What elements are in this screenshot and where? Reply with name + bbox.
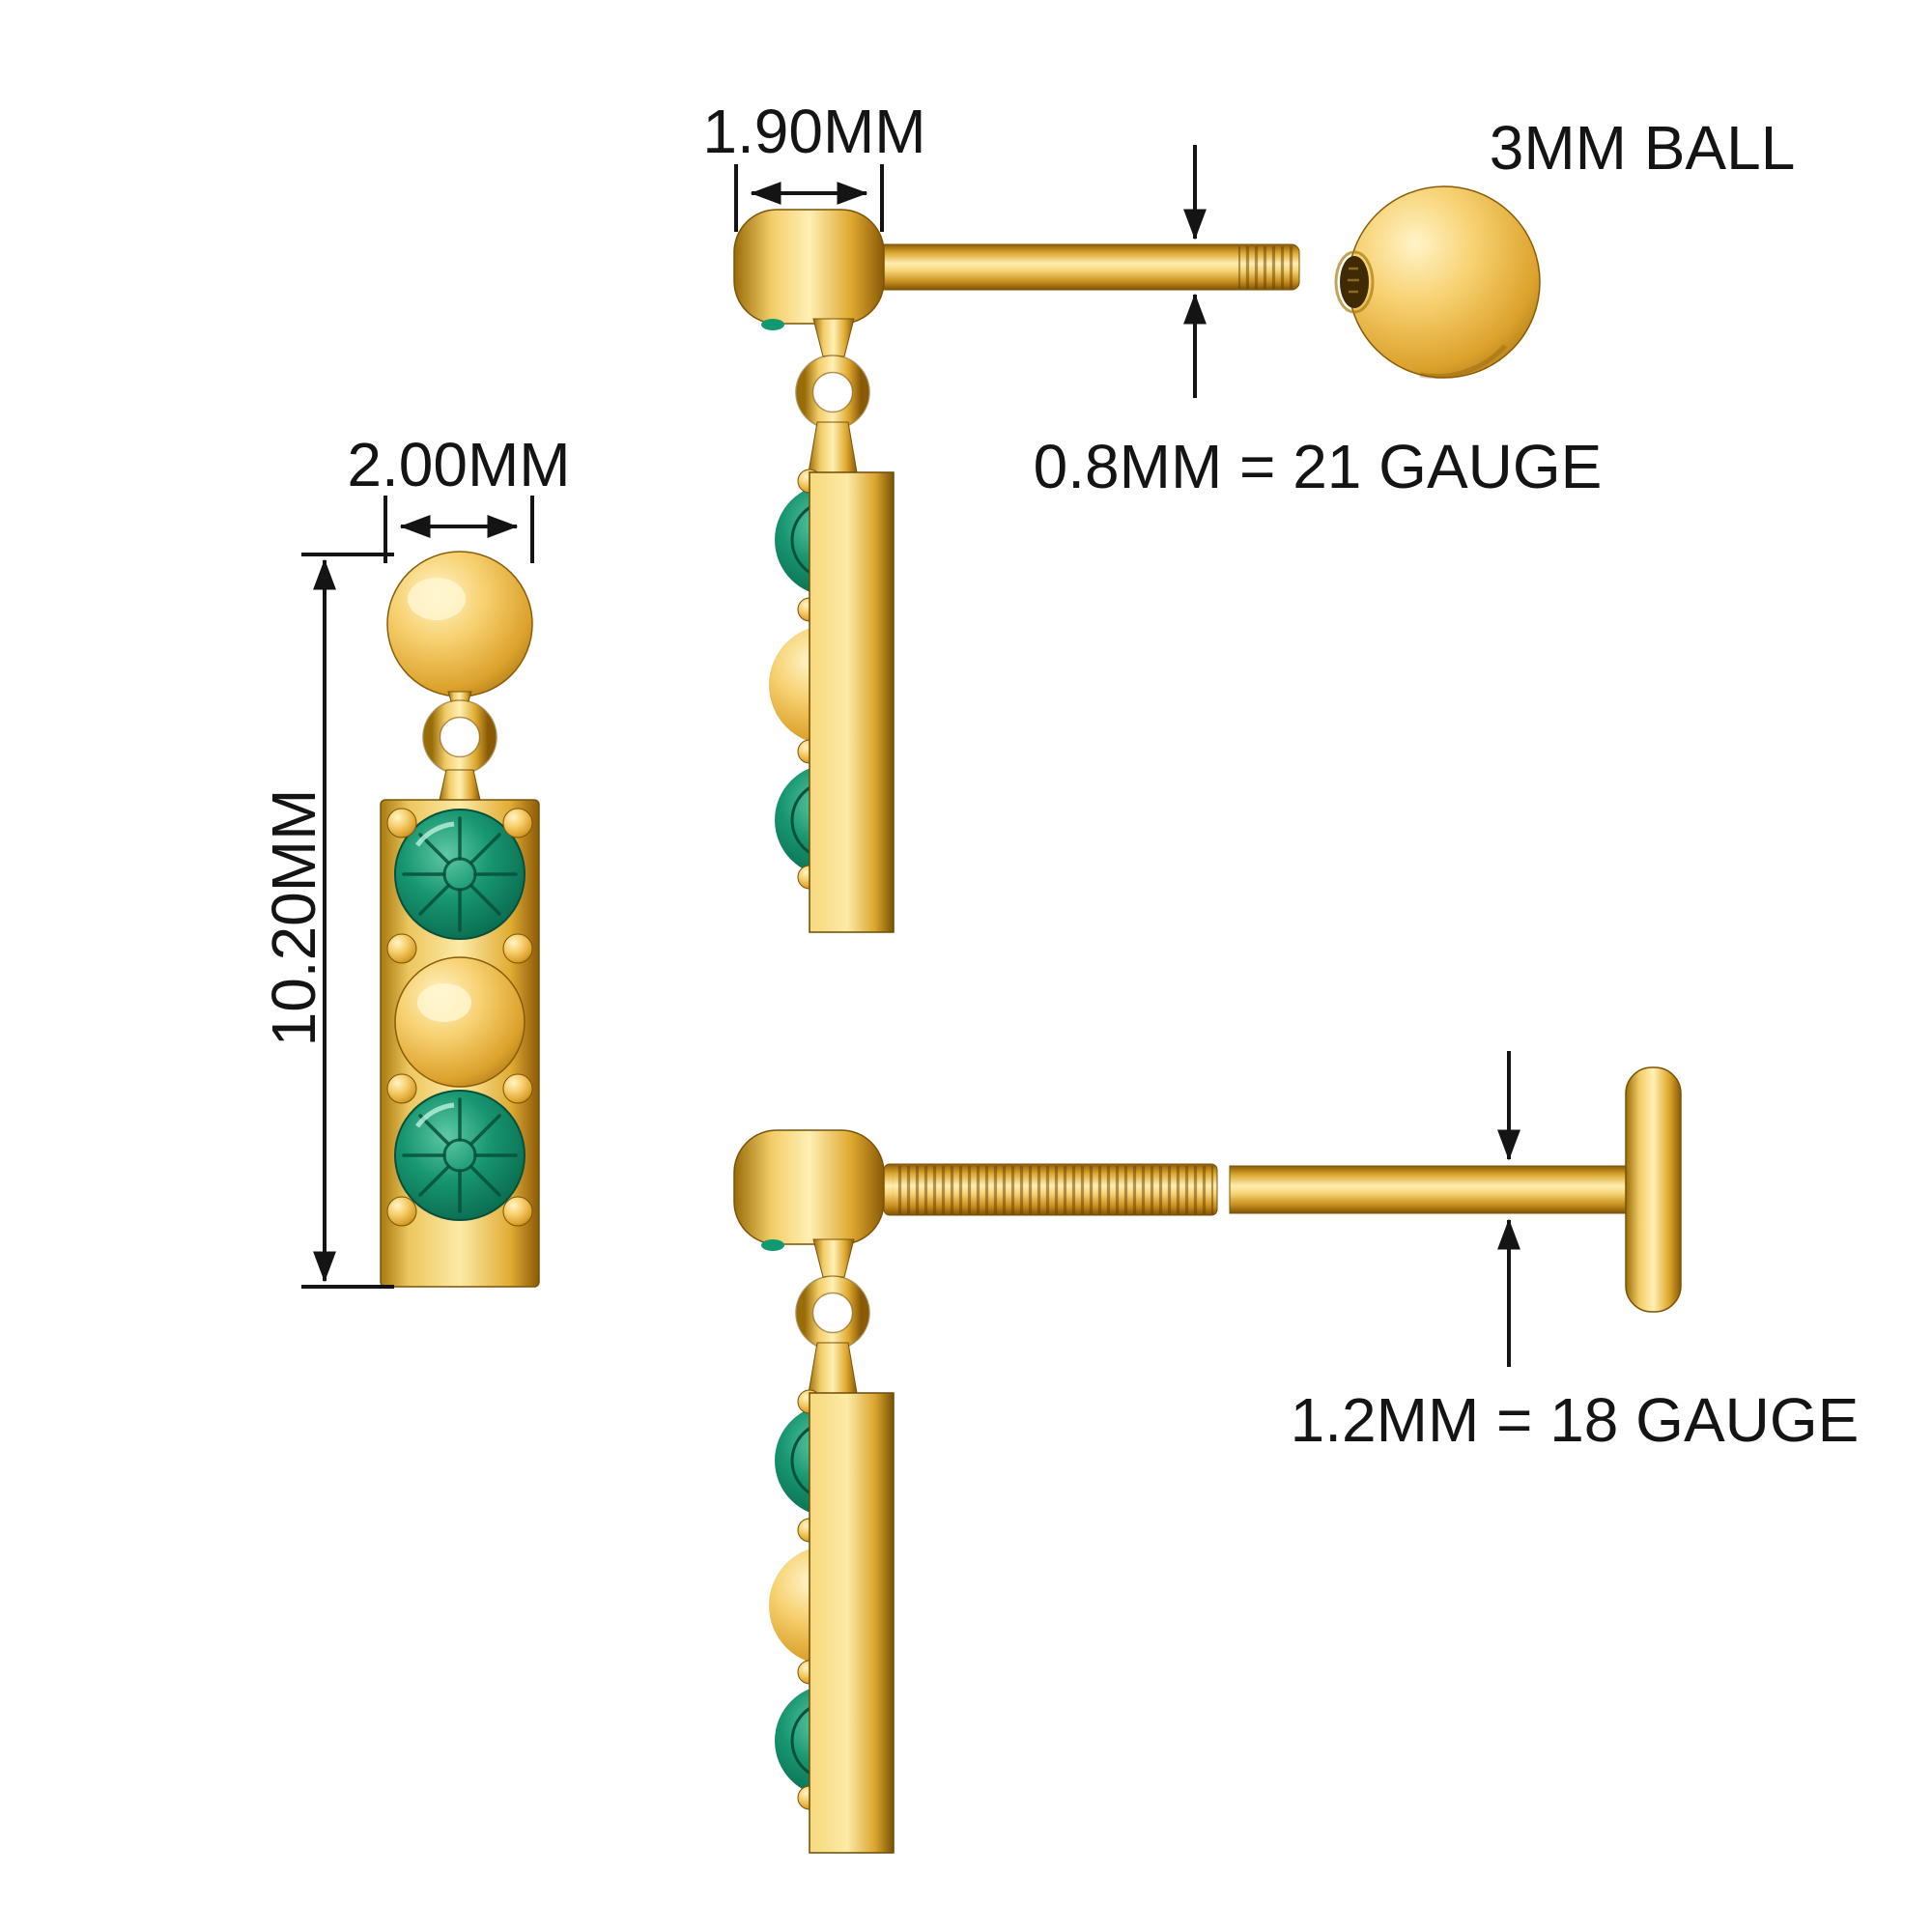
ball-thread-hole xyxy=(1340,256,1369,308)
prong xyxy=(502,808,533,838)
drop-length-label: 10.20MM xyxy=(259,789,328,1047)
ball-size-label: 3MM BALL xyxy=(1490,113,1796,183)
post-thread-section xyxy=(1238,246,1297,289)
ball-hole-rim xyxy=(1334,250,1375,314)
emerald-stone-bottom xyxy=(395,1091,525,1220)
stud-post xyxy=(873,243,1300,291)
screw-ball xyxy=(1334,185,1541,379)
labret-pin xyxy=(1229,1165,1636,1214)
dim-drop-length xyxy=(301,553,394,1289)
bottom-gauge-label: 1.2MM = 18 GAUGE xyxy=(1291,1385,1860,1455)
dim-head-width xyxy=(734,164,884,232)
prong xyxy=(386,1073,417,1104)
front-view xyxy=(380,551,540,1288)
post-thread-section xyxy=(893,1166,1213,1214)
labret-flat-disc xyxy=(1625,1066,1682,1313)
head-width-label: 1.90MM xyxy=(702,97,925,166)
dim-front-width xyxy=(384,496,534,563)
front-top-ball-highlight xyxy=(408,578,466,620)
prong xyxy=(386,933,417,964)
prong xyxy=(502,1196,533,1227)
prong xyxy=(502,933,533,964)
prong xyxy=(502,1073,533,1104)
ball xyxy=(1348,185,1541,379)
prong xyxy=(386,808,417,838)
prong xyxy=(386,1196,417,1227)
bottom-side-view xyxy=(734,1130,1218,1853)
gold-bead-middle xyxy=(394,956,526,1088)
top-side-view xyxy=(734,210,1300,932)
labret-post xyxy=(1229,1066,1682,1313)
top-gauge-label: 0.8MM = 21 GAUGE xyxy=(1034,432,1603,501)
front-width-label: 2.00MM xyxy=(347,430,570,499)
front-top-ball xyxy=(386,551,533,697)
front-bail-tab xyxy=(439,769,481,801)
ball-shadow-arc xyxy=(1419,344,1507,379)
ball-hole-threads xyxy=(1348,267,1359,294)
